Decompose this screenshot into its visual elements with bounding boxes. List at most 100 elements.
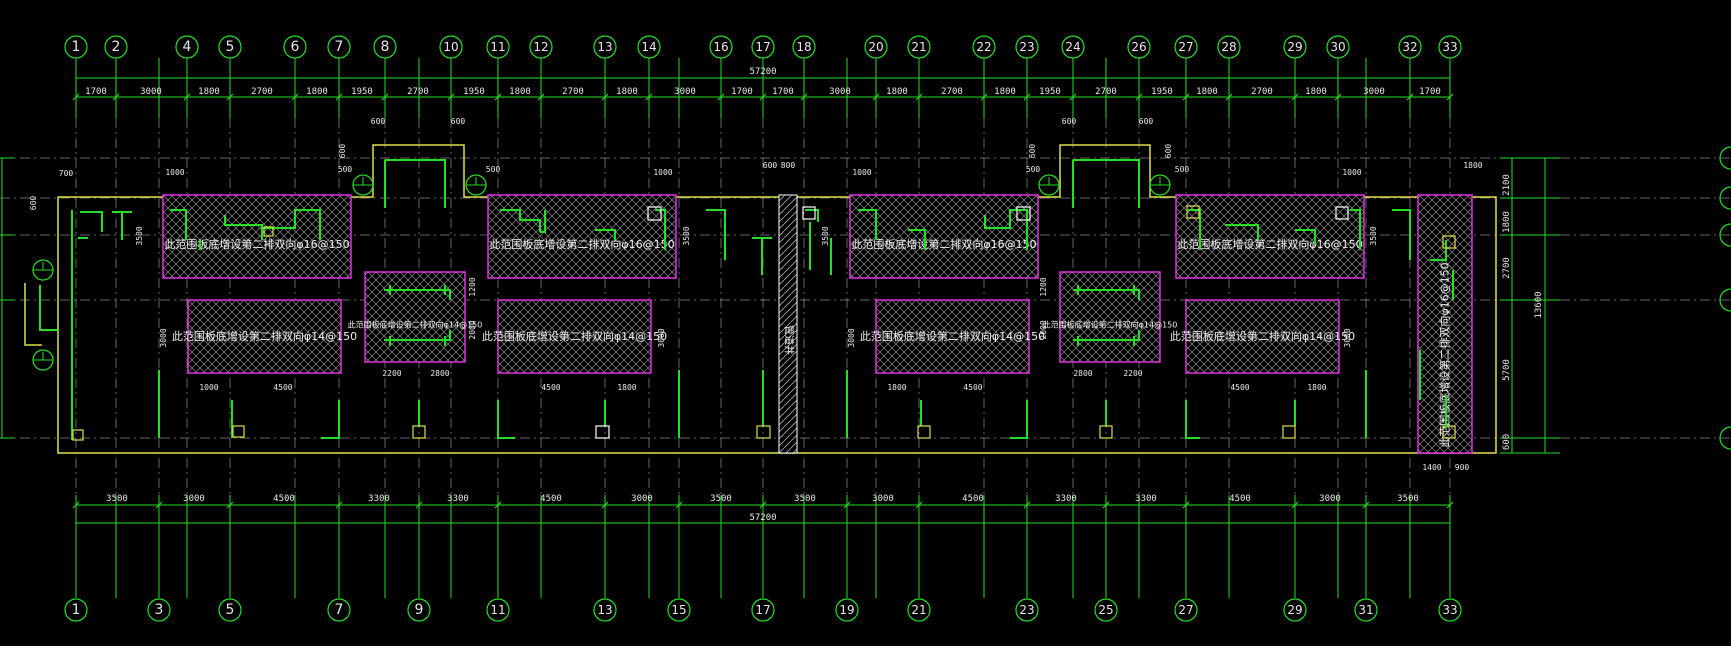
axis-bubble-circle bbox=[1015, 35, 1039, 59]
top-dim-label: 1950 bbox=[463, 87, 485, 97]
dim-tick bbox=[415, 501, 423, 509]
top-dim-label: 1800 bbox=[1305, 87, 1327, 97]
axis-bubble: 13 bbox=[593, 35, 617, 59]
zone-dim-label: 2800 bbox=[1073, 369, 1092, 378]
reinforcement-zone bbox=[364, 271, 466, 363]
zone-dim-label: 600 bbox=[1139, 117, 1154, 126]
axis-bubble-label: 23 bbox=[1019, 603, 1034, 617]
axis-bubble-label: 30 bbox=[1330, 40, 1345, 54]
zone-vdim-label: 3000 bbox=[657, 328, 666, 347]
dim-tick bbox=[1446, 501, 1454, 509]
reinforcement-zone bbox=[1059, 271, 1161, 363]
axis-bubble-circle bbox=[1094, 598, 1118, 622]
axis-bubble-circle bbox=[327, 35, 351, 59]
top-dim-label: 1950 bbox=[1039, 87, 1061, 97]
axis-bubble-label: 1 bbox=[72, 39, 81, 55]
axis-bubble-label: 16 bbox=[713, 40, 728, 54]
axis-bubble-label: 17 bbox=[755, 603, 770, 617]
pipe-shaft-label: 管道井 bbox=[783, 325, 796, 355]
bottom-dim-label: 3000 bbox=[1319, 494, 1341, 504]
axis-bubble-circle bbox=[1398, 35, 1422, 59]
axis-bubble: 27 bbox=[1174, 598, 1198, 622]
axis-bubble: 10 bbox=[439, 35, 463, 59]
axis-bubble-label: 21 bbox=[911, 40, 926, 54]
zone-vdim-label: 3500 bbox=[682, 226, 691, 245]
dim-tick bbox=[1182, 93, 1190, 101]
axis-bubble-circle bbox=[792, 35, 816, 59]
axis-bubble-circle bbox=[327, 598, 351, 622]
top-dim-label: 2700 bbox=[562, 87, 584, 97]
dim-tick bbox=[601, 93, 609, 101]
top-dim-label: 1950 bbox=[351, 87, 373, 97]
axis-bubble-label: 28 bbox=[1221, 40, 1236, 54]
zone-dim-label: 1000 bbox=[165, 168, 184, 177]
zone-dim-label: 2200 bbox=[1123, 369, 1142, 378]
zone-label: 此范围板底增设第二排双向φ16@150 bbox=[851, 237, 1036, 251]
dim-tick bbox=[183, 93, 191, 101]
axis-bubble-label: 11 bbox=[490, 40, 505, 54]
zone-dim-label: 600 bbox=[1062, 117, 1077, 126]
bottom-dim-label: 3500 bbox=[710, 494, 732, 504]
axis-bubble-label: 14 bbox=[641, 40, 656, 54]
dim-tick bbox=[226, 93, 234, 101]
zone-vdim-label: 3000 bbox=[159, 328, 168, 347]
axis-bubble-label: 7 bbox=[335, 602, 344, 618]
dim-tick bbox=[494, 501, 502, 509]
top-dim-label: 1800 bbox=[616, 87, 638, 97]
dim-tick bbox=[601, 501, 609, 509]
axis-bubble: 14 bbox=[637, 35, 661, 59]
dim-tick bbox=[335, 501, 343, 509]
zone-vdim-label: 600 bbox=[1164, 144, 1173, 159]
right-dim-label: 1800 bbox=[1502, 211, 1512, 233]
dim-tick bbox=[1225, 93, 1233, 101]
axis-bubble-circle bbox=[104, 35, 128, 59]
dim-tick bbox=[494, 93, 502, 101]
axis-bubble: 23 bbox=[1015, 598, 1039, 622]
dim-tick bbox=[291, 93, 299, 101]
axis-bubble-circle bbox=[64, 35, 88, 59]
axis-bubble-label: 11 bbox=[490, 603, 505, 617]
axis-bubble-label: 5 bbox=[226, 39, 235, 55]
axis-bubble-circle bbox=[1354, 598, 1378, 622]
axis-bubble-label: 31 bbox=[1358, 603, 1373, 617]
axis-bubble-label: 3 bbox=[155, 602, 164, 618]
top-dim-label: 2700 bbox=[1095, 87, 1117, 97]
shear-walls bbox=[39, 159, 1456, 441]
dim-tick bbox=[843, 501, 851, 509]
axis-bubble-circle bbox=[64, 598, 88, 622]
dim-tick bbox=[1069, 93, 1077, 101]
axis-bubble-circle bbox=[637, 35, 661, 59]
reinforcement-zone bbox=[162, 194, 352, 279]
zone-vdim-label: 600 bbox=[29, 196, 38, 211]
axis-bubble-circle bbox=[1061, 35, 1085, 59]
axis-bubble-label: 19 bbox=[839, 603, 854, 617]
dim-tick bbox=[1291, 93, 1299, 101]
axis-bubble-label: 7 bbox=[335, 39, 344, 55]
axis-bubble-circle bbox=[593, 35, 617, 59]
top-dim-label: 1800 bbox=[198, 87, 220, 97]
right-total-dimension: 13600 bbox=[1534, 291, 1544, 318]
dim-tick bbox=[759, 93, 767, 101]
dim-tick bbox=[72, 93, 80, 101]
axis-bubble-label: 24 bbox=[1065, 40, 1080, 54]
axis-bubble-label: 9 bbox=[415, 602, 424, 618]
axis-bubble-label: 4 bbox=[183, 39, 192, 55]
axis-bubble: 29 bbox=[1283, 35, 1307, 59]
zone-dim-label: 800 bbox=[781, 161, 796, 170]
axis-bubble: 21 bbox=[907, 598, 931, 622]
axis-bubble: 6 bbox=[283, 35, 307, 59]
top-dim-label: 2700 bbox=[251, 87, 273, 97]
axis-bubble: 33 bbox=[1438, 35, 1462, 59]
axis-bubble-circle bbox=[709, 35, 733, 59]
axis-bubble-circle bbox=[407, 598, 431, 622]
axis-bubble: 17 bbox=[751, 35, 775, 59]
axis-bubble: 25 bbox=[1094, 598, 1118, 622]
zone-vdim-label: 2000 bbox=[468, 320, 477, 339]
axis-bubble-label: 6 bbox=[291, 39, 300, 55]
top-dim-label: 2700 bbox=[1251, 87, 1273, 97]
